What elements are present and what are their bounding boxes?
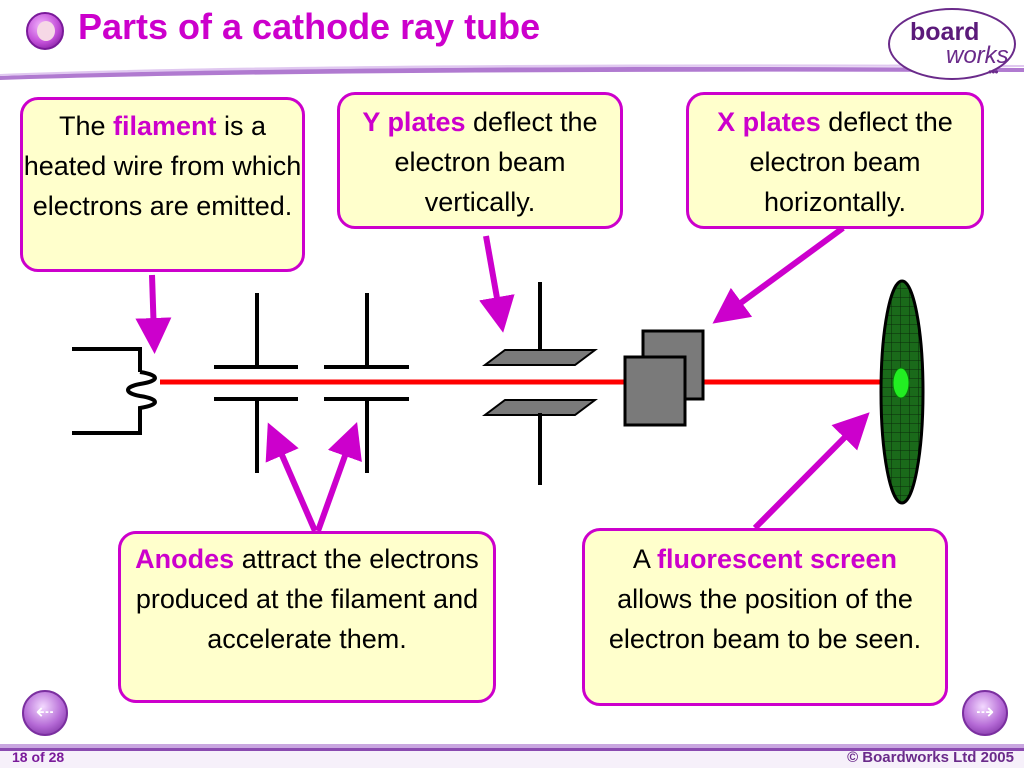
anodes-post: attract the electrons produced at the fi… xyxy=(135,544,479,654)
copyright-text: © Boardworks Ltd 2005 xyxy=(847,749,1014,766)
right-arrow-icon: ⇢ xyxy=(975,699,995,724)
filament-coil xyxy=(126,370,157,412)
y-plates-label-box: Y plates deflect the electron beam verti… xyxy=(337,92,623,229)
anode-1 xyxy=(214,293,298,473)
next-slide-button[interactable]: ⇢ xyxy=(962,690,1008,736)
filament-pre: The xyxy=(58,111,113,141)
screen-label-box: A fluorescent screen allows the position… xyxy=(582,528,948,706)
filament-highlight: filament xyxy=(112,111,217,141)
x-plates xyxy=(623,329,705,427)
anode-arrow-1 xyxy=(265,422,318,533)
page-title: Parts of a cathode ray tube xyxy=(78,6,541,47)
left-arrow-icon: ⇠ xyxy=(35,699,55,724)
y-plates-highlight: Y plates xyxy=(362,107,466,137)
screen-post: allows the position of the electron beam… xyxy=(608,584,922,654)
filament-post: is a heated wire from which electrons ar… xyxy=(23,111,302,221)
filament-arrow xyxy=(135,274,172,354)
x-plates-arrow xyxy=(712,225,845,324)
anode-arrow-2 xyxy=(315,422,362,533)
fluorescent-screen xyxy=(879,279,925,505)
footer-bar xyxy=(0,744,1024,768)
y-plates-post: deflect the electron beam vertically. xyxy=(394,107,598,217)
anodes-highlight: Anodes xyxy=(135,544,235,574)
previous-slide-button[interactable]: ⇠ xyxy=(22,690,68,736)
logo-dots: ••• xyxy=(988,65,999,79)
y-plates xyxy=(482,282,598,485)
screen-pre: A xyxy=(632,544,657,574)
screen-arrow xyxy=(752,412,870,531)
boardworks-character-icon xyxy=(26,12,64,50)
x-plates-post: deflect the electron beam horizontally. xyxy=(749,107,953,217)
boardworks-logo: board works ••• xyxy=(888,8,1016,80)
logo-works-text: works xyxy=(946,42,1009,69)
anode-2 xyxy=(324,293,409,473)
slide-number: 18 of 28 xyxy=(12,749,65,765)
logo-board-text: board xyxy=(910,18,980,46)
screen-highlight: fluorescent screen xyxy=(656,544,898,574)
electron-spot xyxy=(892,367,910,399)
x-plates-label-box: X plates deflect the electron beam horiz… xyxy=(686,92,984,229)
filament-label-box: The filament is a heated wire from which… xyxy=(20,97,305,272)
anodes-label-box: Anodes attract the electrons produced at… xyxy=(118,531,496,703)
y-plates-arrow xyxy=(479,235,515,333)
x-plates-highlight: X plates xyxy=(717,107,821,137)
